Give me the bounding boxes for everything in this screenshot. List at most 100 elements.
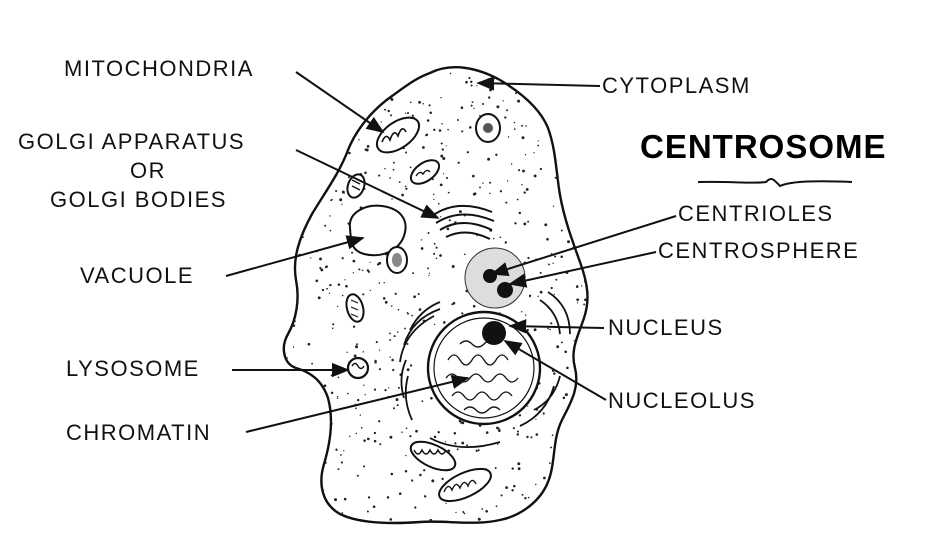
granule xyxy=(516,430,519,433)
granule xyxy=(435,257,438,260)
granule xyxy=(339,198,343,202)
granule xyxy=(373,388,377,391)
granule xyxy=(348,151,351,155)
granule xyxy=(335,189,338,193)
granule xyxy=(575,285,579,288)
granule xyxy=(458,419,462,423)
granule xyxy=(460,106,464,109)
granule xyxy=(341,190,345,194)
granule xyxy=(516,198,519,201)
granule xyxy=(453,432,457,435)
granule xyxy=(404,185,407,188)
granule xyxy=(477,449,480,452)
granule xyxy=(554,255,557,258)
granule xyxy=(384,167,386,170)
granule xyxy=(449,72,452,75)
granule xyxy=(382,297,386,300)
granule xyxy=(330,198,333,201)
granule xyxy=(336,305,339,308)
granule xyxy=(451,303,454,306)
granule xyxy=(551,434,554,437)
granule xyxy=(518,414,522,417)
granule xyxy=(344,279,346,281)
granule xyxy=(392,407,396,410)
chromatin-network xyxy=(445,340,519,414)
granule xyxy=(497,443,499,445)
granule xyxy=(512,427,515,430)
granule xyxy=(451,265,455,268)
nucleolus xyxy=(482,321,506,345)
granule xyxy=(463,512,466,515)
granule xyxy=(378,420,381,423)
granule xyxy=(456,448,459,451)
granule xyxy=(427,267,430,270)
granule xyxy=(355,432,358,435)
granule xyxy=(444,441,447,443)
granule xyxy=(440,97,442,99)
granule xyxy=(422,102,424,105)
granule xyxy=(398,181,401,184)
granule xyxy=(573,340,576,342)
granule xyxy=(397,308,400,311)
granule xyxy=(537,144,540,147)
granule xyxy=(479,186,481,189)
granule xyxy=(361,269,364,272)
granule xyxy=(420,247,424,250)
granule xyxy=(373,439,377,443)
granule xyxy=(330,391,334,395)
granule xyxy=(387,109,390,113)
granule xyxy=(457,161,460,164)
granule xyxy=(418,100,421,104)
granule xyxy=(363,439,366,442)
granule xyxy=(507,136,510,138)
granule xyxy=(329,215,331,217)
granule xyxy=(468,76,471,80)
mitochondrion xyxy=(475,113,501,143)
granule xyxy=(560,341,563,344)
granule xyxy=(440,154,444,158)
granule xyxy=(447,191,450,194)
granule xyxy=(335,448,338,451)
granule xyxy=(546,237,549,241)
granule xyxy=(499,236,502,239)
mitochondrion xyxy=(375,116,421,154)
granule xyxy=(418,308,422,311)
granule xyxy=(340,461,343,464)
granule xyxy=(504,116,507,119)
granule xyxy=(358,268,361,271)
granule xyxy=(481,508,484,510)
granule xyxy=(473,192,477,196)
granule xyxy=(386,496,390,499)
granule xyxy=(405,454,407,457)
granule xyxy=(430,396,433,400)
granule xyxy=(390,114,392,117)
granule xyxy=(473,107,475,110)
granule xyxy=(514,222,517,225)
granule xyxy=(433,435,437,439)
granule xyxy=(349,435,351,438)
granule xyxy=(284,353,286,355)
granule xyxy=(527,220,530,223)
granule xyxy=(409,435,412,438)
granule xyxy=(364,148,367,151)
granule xyxy=(442,157,446,160)
granule xyxy=(539,271,542,274)
granule xyxy=(535,418,537,421)
granule xyxy=(364,394,366,396)
granule xyxy=(554,176,557,179)
granule xyxy=(530,103,532,105)
granule xyxy=(489,181,492,184)
granule xyxy=(494,467,497,469)
granule xyxy=(404,327,406,330)
granule xyxy=(439,216,442,218)
label-cytoplasm: CYTOPLASM xyxy=(602,73,751,98)
granule xyxy=(313,209,316,212)
granule xyxy=(489,88,492,92)
granule xyxy=(576,302,579,304)
granule xyxy=(389,338,392,341)
granule xyxy=(341,366,343,369)
granule xyxy=(406,312,409,314)
granule xyxy=(461,130,464,133)
granule xyxy=(527,496,530,499)
granule xyxy=(438,129,442,132)
